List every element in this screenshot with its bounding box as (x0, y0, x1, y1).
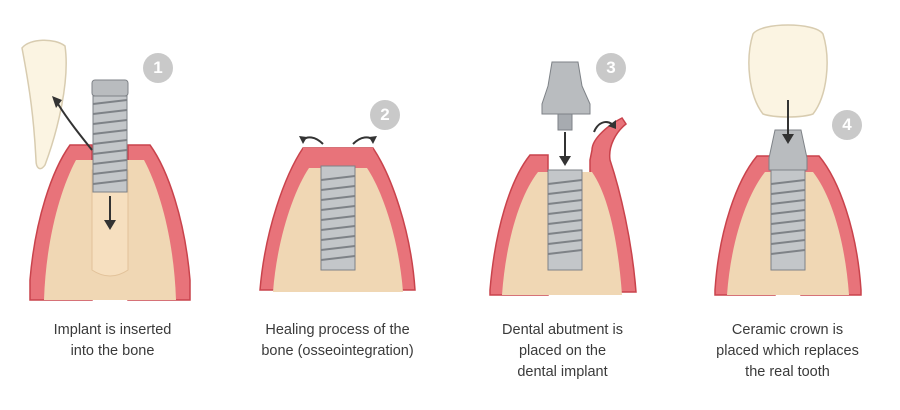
step-1-illustration (21, 39, 191, 301)
caption-line: Dental abutment is (502, 322, 623, 338)
implant-threads (547, 169, 583, 271)
step-number-badge: 1 (143, 53, 173, 83)
step-4-illustration (714, 24, 862, 296)
step-caption: Implant is inserted into the bone (0, 320, 225, 362)
step-number-badge: 4 (832, 110, 862, 140)
bone-tissue (548, 270, 580, 295)
ceramic-crown (748, 24, 828, 118)
step-caption: Ceramic crown is placed which replaces t… (675, 320, 900, 383)
bone-tissue (773, 270, 803, 295)
caption-line: placed which replaces (716, 343, 859, 359)
step-2-panel: 2 Healing process of the bone (osseointe… (225, 0, 450, 410)
bone-tissue (578, 172, 622, 295)
healing-arrowhead (299, 136, 307, 144)
step-caption: Dental abutment is placed on the dental … (450, 320, 675, 383)
abutment-post (557, 113, 573, 131)
step-1-panel: 1 Implant is inserted into the bone (0, 0, 225, 410)
caption-line: placed on the (518, 343, 607, 359)
caption-line: Healing process of the (265, 322, 410, 338)
removal-arrow (57, 103, 93, 151)
bone-tissue (44, 160, 94, 300)
insertion-arrowhead (104, 220, 116, 230)
placement-arrowhead (559, 156, 571, 166)
step-3-illustration (489, 61, 637, 296)
bone-tissue (502, 172, 550, 295)
step-3-panel: 3 Dental abutment is placed on the denta… (450, 0, 675, 410)
caption-line: the real tooth (745, 364, 830, 380)
implant-threads (770, 169, 806, 271)
step-number-badge: 2 (370, 100, 400, 130)
step-2-illustration (259, 136, 416, 292)
abutment (541, 61, 591, 115)
implant-threads (320, 165, 356, 271)
crown-arrowhead (782, 134, 794, 144)
flap-arrowhead (608, 120, 616, 129)
abutment (768, 129, 808, 171)
implant-head (91, 79, 129, 97)
implant-threads (92, 95, 128, 193)
flap-arrow (593, 121, 613, 133)
caption-line: dental implant (517, 364, 608, 380)
extracted-tooth (21, 39, 67, 170)
bone-tissue (727, 172, 775, 295)
bone-tissue (126, 160, 176, 300)
gum-cover (303, 148, 373, 166)
caption-line: Implant is inserted (53, 322, 172, 338)
caption-line: into the bone (70, 343, 155, 359)
step-number-badge: 3 (596, 53, 626, 83)
bone-tissue (801, 172, 849, 295)
caption-line: Ceramic crown is (731, 322, 844, 338)
caption-line: bone (osseointegration) (261, 343, 414, 359)
step-4-panel: 4 Ceramic crown is placed which replaces… (675, 0, 900, 410)
step-caption: Healing process of the bone (osseointegr… (225, 320, 450, 362)
removal-arrowhead (52, 96, 62, 108)
healing-arrowhead (369, 136, 377, 144)
